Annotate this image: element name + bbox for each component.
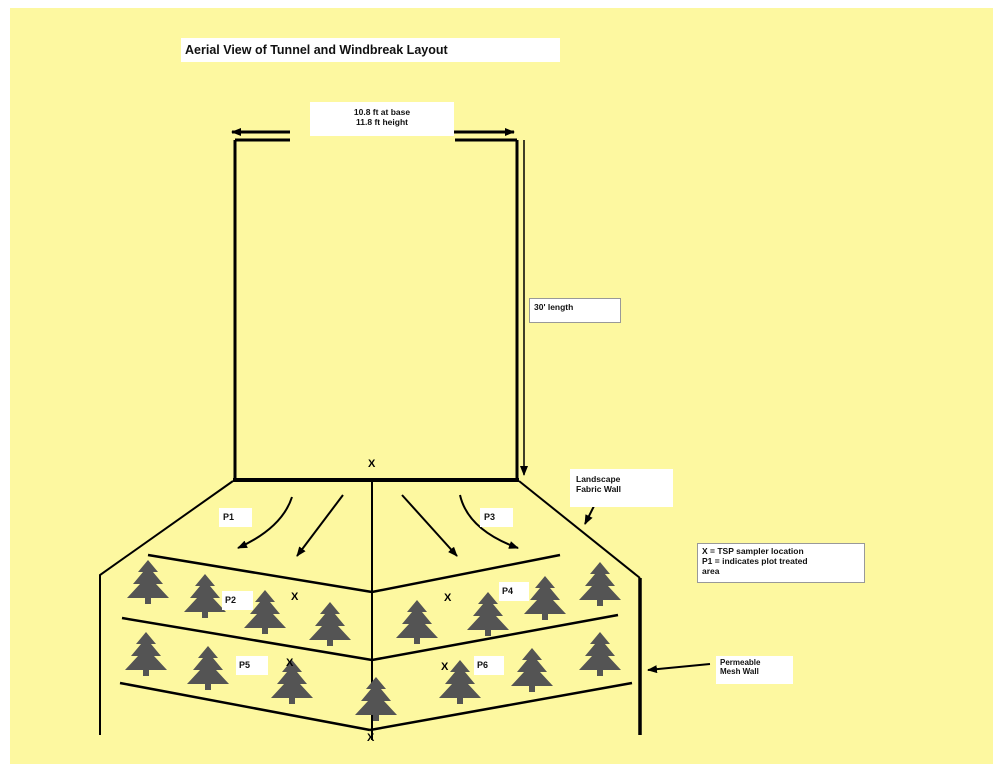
tree-icon xyxy=(187,646,229,690)
tree-icon xyxy=(355,677,397,721)
airflow-arrows xyxy=(237,494,711,674)
tree-icon xyxy=(184,574,226,618)
windbreak-trees xyxy=(125,560,621,721)
tree-icon xyxy=(127,560,169,604)
landscape-fabric-label-line1: Landscape xyxy=(576,474,621,484)
tree-icon xyxy=(511,648,553,692)
plot-label-p1: P1 xyxy=(219,508,252,527)
tree-icon xyxy=(579,632,621,676)
tree-icon xyxy=(467,592,509,636)
tree-icon xyxy=(579,562,621,606)
legend-box: X = TSP sampler location P1 = indicates … xyxy=(697,543,865,583)
width-label-base: 10.8 ft at base xyxy=(353,107,411,117)
arrow-icon xyxy=(647,663,711,674)
tree-icon xyxy=(396,600,438,644)
tree-icon xyxy=(125,632,167,676)
plot-label-p4: P4 xyxy=(499,582,529,601)
length-label: 30' length xyxy=(529,298,621,323)
permeable-mesh-label: Permeable Mesh Wall xyxy=(716,656,793,684)
tunnel-outline xyxy=(233,138,519,482)
sampler-mark-bottom: X xyxy=(367,732,375,744)
arrow-icon xyxy=(296,494,344,557)
sampler-mark-center: X xyxy=(368,458,376,470)
tree-icon xyxy=(524,576,566,620)
tree-icon xyxy=(271,660,313,704)
sampler-mark-p5: X xyxy=(286,657,294,669)
tree-icon xyxy=(244,590,286,634)
plot-label-p3: P3 xyxy=(480,508,513,527)
legend-sampler-text: X = TSP sampler location xyxy=(702,546,804,556)
plot-label-p5: P5 xyxy=(236,656,268,675)
legend-plot-text-cont: area xyxy=(702,566,720,576)
diagram-title: Aerial View of Tunnel and Windbreak Layo… xyxy=(181,38,560,62)
plot-row-lines xyxy=(119,553,633,732)
plot-label-p2: P2 xyxy=(222,591,253,610)
plot-label-p6: P6 xyxy=(474,656,504,675)
sampler-mark-p6: X xyxy=(441,661,449,673)
tree-icon xyxy=(439,660,481,704)
landscape-fabric-label-line2: Fabric Wall xyxy=(576,484,622,494)
width-label-height: 11.8 ft height xyxy=(356,117,408,127)
tree-icon xyxy=(309,602,351,646)
diagram-background xyxy=(10,8,993,764)
arrow-icon xyxy=(401,494,458,557)
permeable-mesh-label-line2: Mesh Wall xyxy=(720,667,759,676)
landscape-fabric-label: Landscape Fabric Wall xyxy=(570,469,673,507)
sampler-mark-p4: X xyxy=(444,592,452,604)
arrow-icon xyxy=(459,494,519,549)
legend-plot-text: P1 = indicates plot treated xyxy=(702,556,808,566)
arrow-icon xyxy=(237,496,293,549)
permeable-mesh-label-line1: Permeable xyxy=(720,658,761,667)
width-label: 10.8 ft at base 11.8 ft height xyxy=(310,102,454,136)
sampler-mark-p2: X xyxy=(291,591,299,603)
